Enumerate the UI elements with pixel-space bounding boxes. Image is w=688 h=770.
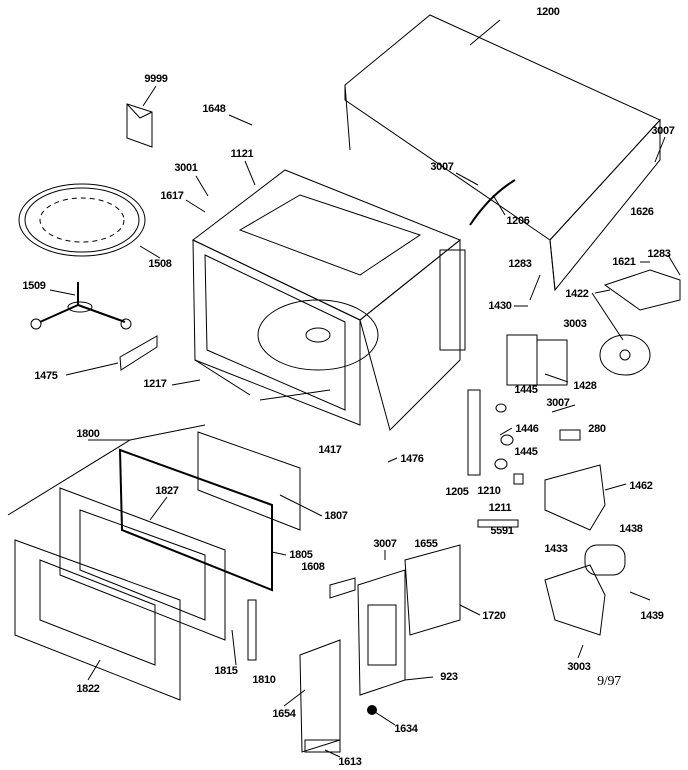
label-1446: 1446 <box>515 423 539 435</box>
date-code: 9/97 <box>597 674 621 689</box>
label-1617: 1617 <box>160 190 184 202</box>
label-1283: 1283 <box>508 258 532 270</box>
roller-support <box>30 282 132 330</box>
manual-envelope <box>126 103 153 148</box>
label-1807: 1807 <box>324 510 348 522</box>
label-1283: 1283 <box>647 248 671 260</box>
label-3007: 3007 <box>373 538 397 550</box>
label-1210: 1210 <box>477 485 501 497</box>
label-3007: 3007 <box>546 397 570 409</box>
label-3007: 3007 <box>651 125 675 137</box>
label-1430: 1430 <box>488 300 512 312</box>
label-1822: 1822 <box>76 683 100 695</box>
label-1439: 1439 <box>640 610 664 622</box>
label-1462: 1462 <box>629 480 653 492</box>
label-1445: 1445 <box>514 446 538 458</box>
label-1475: 1475 <box>34 370 58 382</box>
label-1800: 1800 <box>76 428 100 440</box>
door-assembly <box>7 424 301 701</box>
label-1433: 1433 <box>544 543 568 555</box>
control-panel <box>299 519 519 753</box>
label-9999: 9999 <box>144 73 168 85</box>
label-1608: 1608 <box>301 561 325 573</box>
label-5591: 5591 <box>490 525 514 537</box>
label-1654: 1654 <box>272 708 296 720</box>
label-1428: 1428 <box>573 380 597 392</box>
label-1805: 1805 <box>289 549 313 561</box>
cabinet <box>192 169 466 431</box>
label-1417: 1417 <box>318 444 342 456</box>
label-1445: 1445 <box>514 384 538 396</box>
label-3003: 3003 <box>567 661 591 673</box>
label-1200: 1200 <box>536 6 560 18</box>
label-1206: 1206 <box>506 215 530 227</box>
label-1621: 1621 <box>612 256 636 268</box>
label-1438: 1438 <box>619 523 643 535</box>
label-1827: 1827 <box>155 485 179 497</box>
label-280: 280 <box>588 423 606 435</box>
label-1648: 1648 <box>202 103 226 115</box>
label-1508: 1508 <box>148 258 172 270</box>
label-1626: 1626 <box>630 206 654 218</box>
label-1815: 1815 <box>214 665 238 677</box>
label-3003: 3003 <box>563 318 587 330</box>
label-1217: 1217 <box>143 378 167 390</box>
label-1509: 1509 <box>22 280 46 292</box>
label-1613: 1613 <box>338 756 362 768</box>
electrical-components <box>467 179 681 636</box>
turntable-tray <box>18 183 146 257</box>
label-1211: 1211 <box>488 502 512 514</box>
label-1476: 1476 <box>400 453 424 465</box>
label-3007: 3007 <box>430 161 454 173</box>
outer-case <box>344 14 661 292</box>
label-1121: 1121 <box>230 148 254 160</box>
label-1655: 1655 <box>414 538 438 550</box>
label-1810: 1810 <box>252 674 276 686</box>
leader-lines <box>49 19 681 758</box>
label-1205: 1205 <box>445 486 469 498</box>
label-3001: 3001 <box>174 162 198 174</box>
label-1634: 1634 <box>394 723 418 735</box>
label-923: 923 <box>440 671 458 683</box>
label-1720: 1720 <box>482 610 506 622</box>
waveguide-cover <box>119 335 158 371</box>
label-1422: 1422 <box>565 288 589 300</box>
